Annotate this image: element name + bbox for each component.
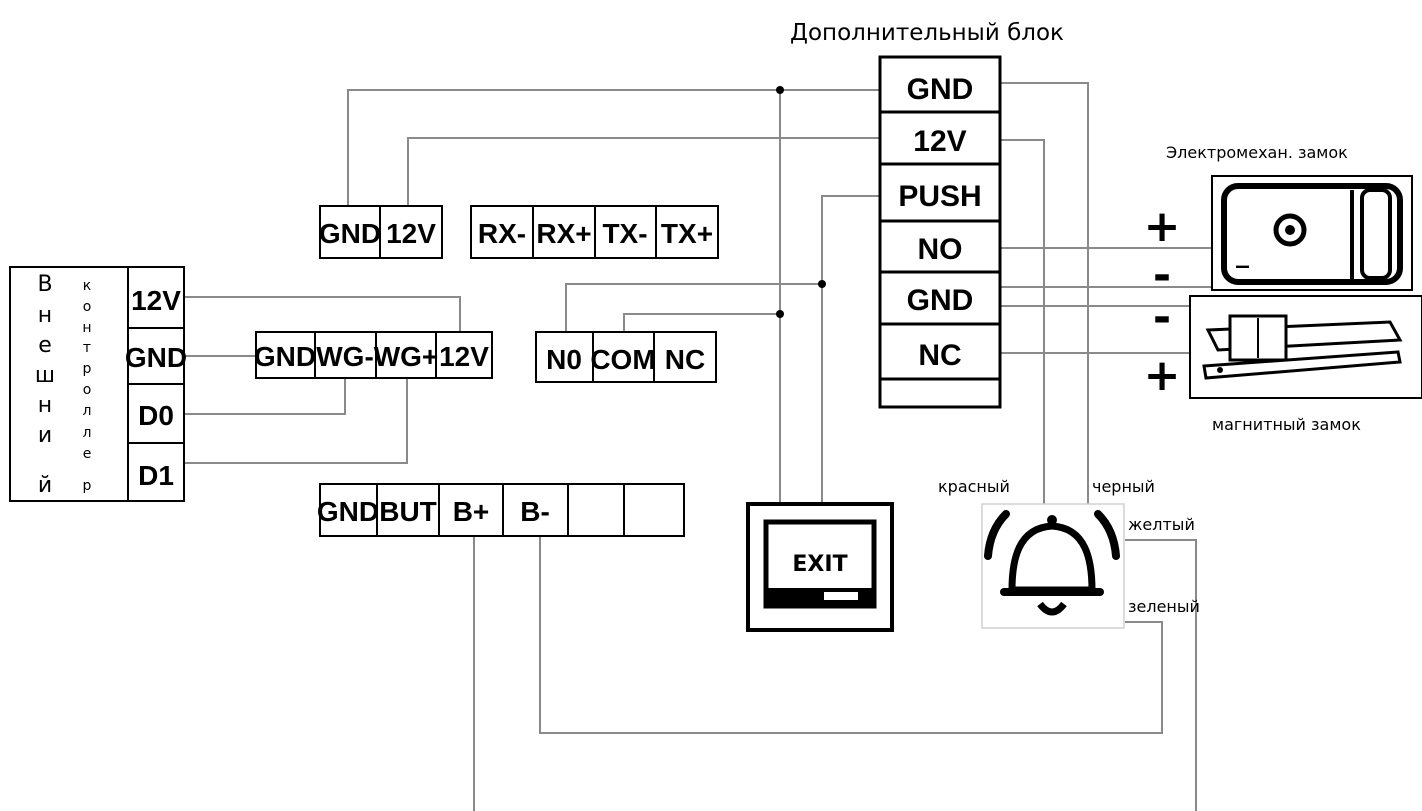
rs485-terminal-tx-minus: TX- (602, 218, 647, 249)
magnetic-minus-sign: - (1153, 292, 1171, 343)
wire-gnd-to-power-gnd (347, 89, 880, 206)
rs485-terminal-rx-plus: RX+ (536, 218, 591, 249)
controller-terminal-d0: D0 (138, 400, 174, 431)
wiegand-terminal-wg-plus: WG+ (374, 341, 439, 372)
power-terminal-12v: 12V (386, 218, 436, 249)
svg-text:н: н (38, 393, 52, 418)
relay-terminal-n0: N0 (546, 344, 582, 375)
svg-text:о: о (83, 299, 92, 315)
button-terminal-block: GND BUT B+ B- (317, 483, 685, 537)
svg-text:т: т (83, 340, 91, 356)
magnetic-lock: магнитный замок - + (1144, 292, 1422, 434)
aux-terminal-nc: NC (918, 339, 961, 372)
wire-relay-n0 (565, 283, 822, 332)
svg-text:р: р (83, 478, 92, 494)
wire-relay-com (623, 313, 780, 332)
svg-text:й: й (38, 473, 52, 498)
aux-terminal-gnd: GND (907, 73, 974, 106)
button-terminal-gnd: GND (317, 496, 379, 527)
bell-wire-yellow-label: желтый (1128, 515, 1195, 534)
electromech-lock-label: Электромехан. замок (1166, 143, 1348, 162)
button-terminal-b-minus: B- (520, 496, 550, 527)
relay-terminal-com: COM (590, 344, 655, 375)
power-terminal-block: GND 12V (319, 205, 443, 259)
wire-ctrl-12v (184, 296, 461, 332)
junction-dot (776, 86, 784, 94)
wire-bell-yellow-to-bplus (1125, 539, 1197, 811)
rs485-terminal-rx-minus: RX- (478, 218, 526, 249)
bell: красный черный желтый зеленый (938, 477, 1200, 629)
svg-text:л: л (83, 425, 92, 441)
exit-button: EXIT (746, 502, 894, 632)
bell-icon (984, 510, 1120, 616)
bell-wire-green-label: зеленый (1128, 597, 1200, 616)
svg-text:к: к (83, 278, 91, 294)
wire-push-to-exit (821, 195, 880, 504)
aux-block-frame (878, 55, 1002, 409)
controller-terminal-12v: 12V (131, 285, 181, 316)
wires (184, 82, 1212, 811)
electromech-lock: Электромехан. замок _ + - (1144, 143, 1413, 301)
wiegand-terminal-block: GND WG- WG+ 12V (254, 331, 493, 379)
aux-terminal-no: NO (918, 233, 963, 266)
relay-terminal-block: N0 COM NC (535, 331, 717, 383)
relay-terminal-nc: NC (665, 344, 705, 375)
controller-terminal-gnd: GND (125, 342, 187, 373)
junction-dot (818, 280, 826, 288)
svg-text:В: В (37, 272, 52, 297)
svg-text:и: и (38, 423, 52, 448)
aux-block-title: Дополнительный блок (790, 20, 1064, 46)
svg-text:н: н (38, 303, 52, 328)
exit-button-label: EXIT (792, 552, 847, 577)
button-terminal-b-plus: B+ (453, 496, 490, 527)
wiegand-terminal-wg-minus: WG- (316, 341, 374, 372)
wire-12v-to-power-12v (407, 137, 880, 206)
svg-text:л: л (83, 403, 92, 419)
wiegand-terminal-gnd: GND (254, 341, 316, 372)
svg-text:н: н (82, 320, 91, 336)
wire-ctrl-d1 (184, 378, 408, 464)
controller-label-big: В н е ш н и й (35, 272, 55, 498)
wire-gnd-to-bell-black (1000, 82, 1089, 504)
power-terminal-gnd: GND (319, 218, 381, 249)
bell-wire-red-label: красный (938, 477, 1010, 496)
controller-terminal-d1: D1 (138, 460, 174, 491)
wiegand-terminal-12v: 12V (439, 341, 489, 372)
controller-label-small: к о н т р о л л е р (82, 278, 91, 494)
magnetic-lock-icon (1202, 314, 1403, 380)
lock-cylinder-icon (1273, 213, 1307, 247)
junction-dot (776, 310, 784, 318)
wire-ctrl-d0 (184, 378, 346, 415)
wire-bell-green-to-bminus (539, 536, 1163, 734)
rs485-terminal-block: RX- RX+ TX- TX+ (470, 205, 719, 259)
aux-terminal-12v: 12V (913, 125, 966, 158)
svg-text:е: е (83, 446, 92, 462)
svg-text:р: р (83, 361, 92, 377)
svg-text:о: о (83, 382, 92, 398)
svg-text:е: е (38, 333, 52, 358)
electromech-plus-sign: + (1144, 201, 1181, 252)
button-terminal-but: BUT (379, 496, 437, 527)
rs485-terminal-tx-plus: TX+ (661, 218, 713, 249)
magnetic-lock-label: магнитный замок (1212, 415, 1361, 434)
aux-block: Дополнительный блок GND 12V PUSH NO GND … (790, 20, 1064, 409)
bell-wire-black-label: черный (1092, 477, 1155, 496)
magnetic-plus-sign: + (1144, 350, 1181, 401)
external-controller: В н е ш н и й к о н т р о л л е р 12V GN… (9, 266, 187, 502)
aux-terminal-gnd-2: GND (907, 284, 974, 317)
electromech-lock-minus-mark: _ (1236, 239, 1249, 269)
electromech-minus-sign: - (1153, 250, 1171, 301)
aux-terminal-push: PUSH (898, 180, 981, 213)
svg-text:ш: ш (35, 363, 55, 388)
wire-12v-to-bell-red (1000, 139, 1045, 504)
